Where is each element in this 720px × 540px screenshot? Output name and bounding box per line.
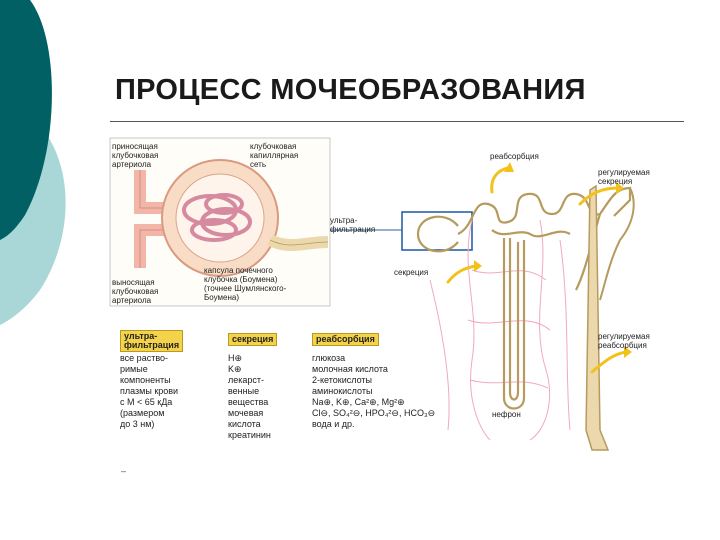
table-header-secretion: секреция: [228, 333, 278, 346]
nephron-figure: приносящая клубочковая артериола клубочк…: [100, 130, 700, 470]
zoom-box: [401, 211, 473, 251]
label-ultrafiltration: ультра- фильтрация: [330, 216, 376, 234]
arrow-secretion: [446, 264, 478, 284]
arrow-regulated-secretion: [578, 186, 620, 206]
arrow-reabsorption: [490, 166, 510, 194]
label-reabsorption: реабсорбция: [490, 152, 539, 161]
table-col-ultrafiltration: все раство- римые компоненты плазмы кров…: [120, 353, 179, 429]
table-header-ultrafiltration: ультра- фильтрация: [120, 330, 184, 352]
arrow-regulated-reabsorption: [590, 350, 628, 374]
teal-dark-shape: [0, 0, 52, 240]
capillary-loops: [182, 193, 252, 242]
label-regulated-secretion: регулируемая секреция: [598, 168, 650, 186]
table-col-reabsorption: глюкоза молочная кислота 2-кетокислоты а…: [312, 353, 436, 429]
slide-title: ПРОЦЕСС МОЧЕОБРАЗОВАНИЯ: [115, 74, 586, 106]
footer-mark: –: [121, 466, 127, 476]
peritubular-capillaries: [429, 219, 571, 441]
slide-decoration: [0, 0, 66, 325]
process-arrows: [446, 166, 628, 374]
label-capillary-network: клубочковая капиллярная сеть: [250, 142, 299, 169]
label-secretion: секреция: [394, 268, 429, 277]
table-header-reabsorption: реабсорбция: [312, 333, 379, 346]
collecting-duct: [585, 184, 610, 451]
title-divider: [110, 121, 684, 122]
label-efferent-arteriole: выносящая клубочковая артериола: [112, 278, 159, 305]
label-nephron: нефрон: [492, 410, 521, 419]
label-bowman-capsule: капсула почечного клубочка (Боумена) (то…: [204, 266, 287, 302]
nephron-diagram: [109, 137, 635, 451]
label-regulated-reabsorption: регулируемая реабсорбция: [598, 332, 650, 350]
label-afferent-arteriole: приносящая клубочковая артериола: [112, 142, 159, 169]
table-col-secretion: H⊕ K⊕ лекарст- венные вещества мочевая к…: [228, 353, 271, 440]
